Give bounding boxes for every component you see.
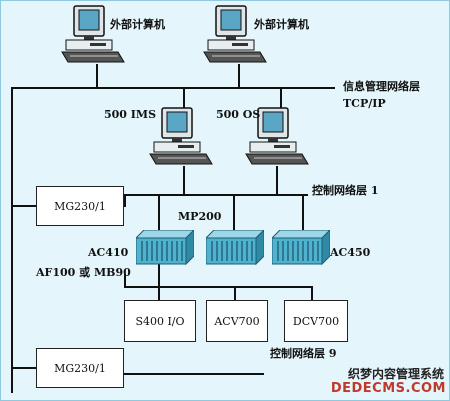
acv700-box: ACV700	[206, 300, 268, 342]
ac450-rack	[270, 228, 332, 270]
info-network-line	[11, 87, 335, 89]
s400-io-box: S400 I/O	[124, 300, 196, 342]
os-computer	[244, 106, 314, 172]
controller-rack-icon	[270, 228, 332, 266]
dcv700-box: DCV700	[284, 300, 348, 342]
ac410-fieldbus	[158, 264, 160, 288]
watermark-title: 织梦内容管理系统	[347, 367, 444, 381]
label-info-layer: 信息管理网络层	[343, 80, 420, 93]
label-ims: 500 IMS	[104, 108, 157, 121]
external-computer-2	[202, 4, 272, 70]
drop-os	[280, 88, 282, 116]
control-network-line-9	[124, 373, 264, 375]
mg230-top-right-link	[124, 205, 126, 207]
label-mp200: MP200	[178, 210, 222, 223]
mg230-box-bottom: MG230/1	[36, 348, 124, 388]
computer-icon	[61, 5, 125, 63]
label-control-layer-9: 控制网络层 9	[270, 347, 337, 360]
computer-icon	[149, 107, 213, 165]
drop-ac450	[302, 195, 304, 231]
ac410-rack	[134, 228, 196, 270]
label-fieldbus: AF100 或 MB90	[36, 266, 131, 279]
watermark-url: DEDECMS.COM	[330, 381, 446, 396]
mg230-top-ctrl-link	[124, 194, 126, 207]
drop-s400	[158, 286, 160, 300]
mg230-bottom-link	[12, 367, 36, 369]
mg230-box-top: MG230/1	[36, 186, 124, 226]
drop-os-ctrl	[276, 166, 278, 195]
drop-mp200	[233, 195, 235, 231]
ims-computer	[148, 106, 218, 172]
label-external-computer-1: 外部计算机	[110, 18, 165, 31]
fieldbus-line	[124, 286, 312, 288]
controller-rack-icon	[134, 228, 196, 266]
control-network-line-1	[126, 194, 308, 196]
label-ac410: AC410	[88, 246, 129, 259]
label-external-computer-2: 外部计算机	[254, 18, 309, 31]
label-ac450: AC450	[330, 246, 371, 259]
drop-pc2	[238, 64, 240, 88]
drop-ims	[183, 88, 185, 116]
drop-pc1	[96, 64, 98, 88]
computer-icon	[245, 107, 309, 165]
drop-ims-ctrl	[183, 166, 185, 195]
mg230-top-link	[12, 205, 36, 207]
drop-ac410	[158, 195, 160, 231]
label-protocol: TCP/IP	[343, 97, 386, 110]
label-control-layer-1: 控制网络层 1	[312, 184, 379, 197]
computer-icon	[203, 5, 267, 63]
controller-rack-icon	[204, 228, 266, 266]
fieldbus-left-stub	[124, 274, 126, 288]
mp200-rack	[204, 228, 266, 270]
drop-acv700	[234, 286, 236, 300]
drop-dcv700	[311, 286, 313, 300]
label-os: 500 OS	[216, 108, 261, 121]
external-computer-1	[60, 4, 130, 70]
left-bus-line	[11, 88, 13, 393]
